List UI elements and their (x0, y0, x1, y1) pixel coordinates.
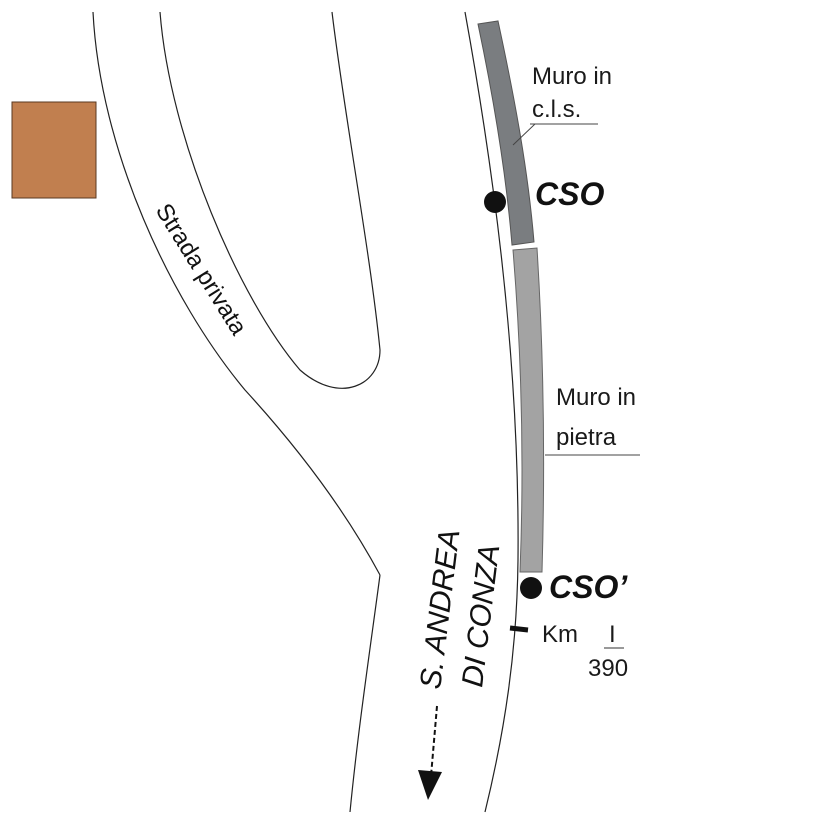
cso-prime-point-marker (520, 577, 542, 599)
concrete-wall-label-line2: c.l.s. (532, 96, 581, 123)
road-name-line2: DI CONZA (456, 543, 506, 689)
svg-text:Muro in: Muro in (556, 384, 636, 411)
concrete-wall-label-line1: Muro in (532, 63, 612, 90)
km-prefix-label: Km (542, 621, 578, 648)
direction-arrow-shaft (430, 705, 438, 777)
km-tick-marker (509, 625, 529, 633)
cso-prime-label: CSO’ (549, 569, 628, 605)
cso-label: CSO (535, 176, 604, 212)
svg-text:pietra: pietra (556, 424, 617, 451)
stone-wall-label-line1: Muro in (556, 384, 636, 411)
stone-wall (512, 247, 545, 573)
main-road-edge-right (464, 11, 519, 813)
private-road-edge-outer (92, 11, 381, 576)
direction-arrow-head (418, 770, 442, 800)
concrete-wall-leader (512, 123, 536, 146)
svg-text:Muro in: Muro in (532, 63, 612, 90)
main-road-edge-left (349, 574, 381, 813)
concrete-wall (477, 20, 535, 246)
km-value-label: 390 (588, 655, 628, 682)
building-block (11, 101, 97, 199)
private-road-edge-inner (159, 11, 381, 389)
stone-wall-label-line2: pietra (556, 424, 617, 451)
km-number-label: I (609, 621, 616, 648)
cso-point-marker (484, 191, 506, 213)
svg-text:c.l.s.: c.l.s. (532, 96, 581, 123)
